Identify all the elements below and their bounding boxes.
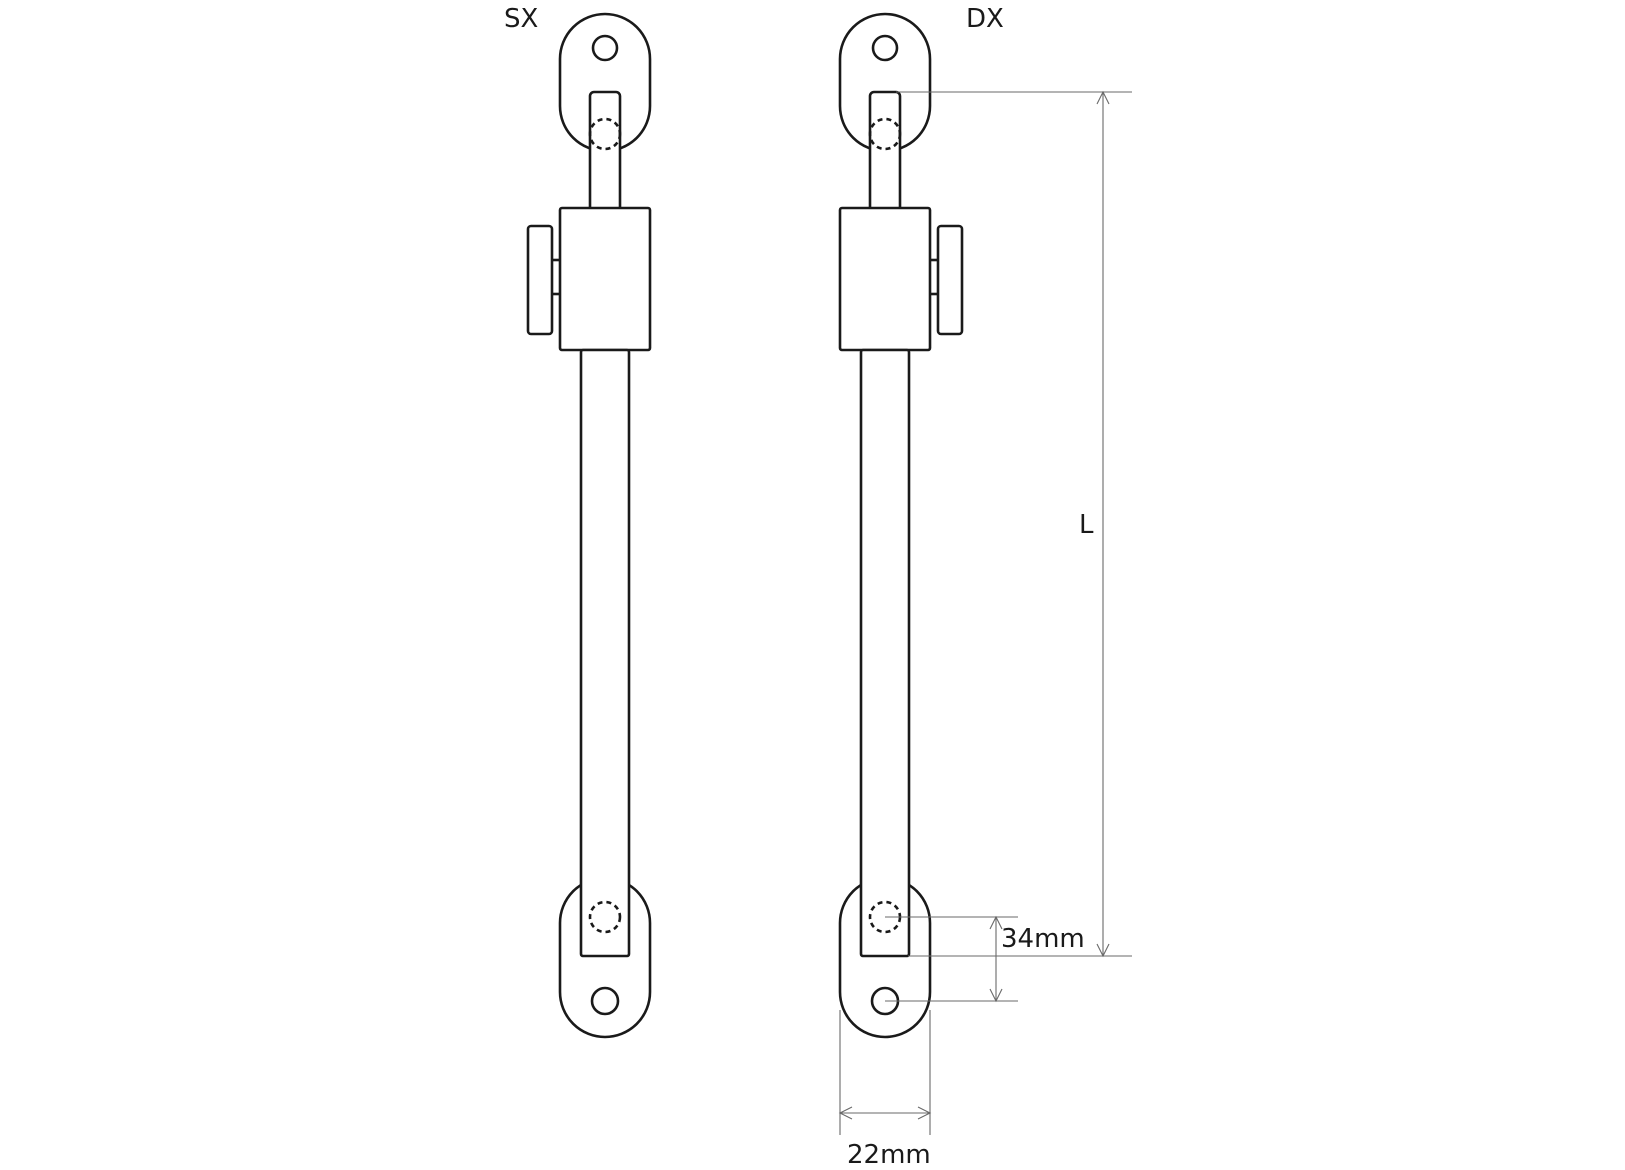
sx-bottom-bracket bbox=[558, 876, 652, 1039]
dimension-34mm bbox=[885, 915, 1018, 1003]
sx-top-rod-link bbox=[588, 90, 622, 214]
dimension-L-label: L bbox=[1079, 510, 1094, 540]
dx-top-rod-link bbox=[868, 90, 902, 214]
sx-slider-block bbox=[558, 206, 652, 352]
sx-bottom-mounting-hole bbox=[590, 986, 620, 1016]
sx-top-mounting-hole bbox=[591, 34, 619, 62]
dimension-22mm-label: 22mm bbox=[847, 1140, 931, 1170]
sx-label: SX bbox=[504, 4, 539, 34]
dx-top-mounting-hole bbox=[871, 34, 899, 62]
dim-34-arrow-top bbox=[989, 915, 1003, 930]
dimension-22mm bbox=[838, 1010, 932, 1135]
dim-22-arrow-right bbox=[917, 1106, 932, 1120]
dx-lock-knob bbox=[936, 224, 964, 336]
dim-L-arrow-bottom bbox=[1096, 943, 1110, 958]
dx-top-bracket bbox=[838, 12, 932, 153]
dimension-34mm-label: 34mm bbox=[1001, 924, 1085, 954]
sx-top-pivot-pin bbox=[588, 117, 622, 151]
dx-stay-bar bbox=[859, 348, 911, 958]
sx-stay-bar bbox=[579, 348, 631, 958]
sx-stay bbox=[526, 12, 652, 1039]
dx-bottom-bracket bbox=[838, 876, 932, 1039]
sx-top-bracket bbox=[558, 12, 652, 153]
dx-top-pivot-pin bbox=[868, 117, 902, 151]
dx-stay bbox=[838, 12, 964, 1039]
sx-lock-knob bbox=[526, 224, 554, 336]
dim-L-arrow-top bbox=[1096, 90, 1110, 105]
dx-slider-block bbox=[838, 206, 932, 352]
dim-34-arrow-bottom bbox=[989, 988, 1003, 1003]
sx-bottom-pivot-pin bbox=[588, 900, 622, 934]
dim-22-arrow-left bbox=[838, 1106, 853, 1120]
dx-label: DX bbox=[966, 4, 1004, 34]
dimension-L bbox=[896, 90, 1132, 958]
